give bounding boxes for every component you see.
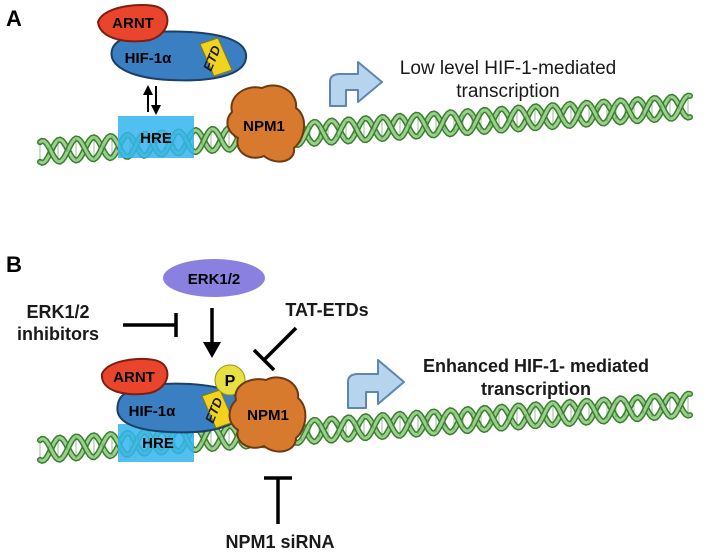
transcription-arrow-icon-b: [347, 359, 405, 409]
npm1-sirna-label: NPM1 siRNA: [225, 532, 334, 552]
activation-arrow-icon: [203, 308, 221, 358]
tat-etds-label: TAT-ETDs: [285, 300, 368, 320]
hre-site-a: HRE: [118, 116, 194, 158]
hre-box-a: [118, 116, 194, 158]
caption-a-line1: Low level HIF-1-mediated: [400, 58, 616, 79]
panel-b-label: B: [6, 252, 22, 277]
npm1-protein-b: NPM1: [228, 376, 307, 453]
hre-label-b: HRE: [142, 435, 174, 452]
npm1-protein-a: NPM1: [226, 84, 305, 163]
erk12-protein: ERK1/2: [163, 259, 265, 297]
panel-a-label: A: [6, 6, 22, 31]
npm1-label-b: NPM1: [247, 407, 289, 424]
erk-inhibitor-label-line1: ERK1/2: [26, 302, 89, 322]
transcription-arrow-icon-a: [329, 61, 383, 107]
phospho-label: P: [225, 373, 236, 390]
erk-inhibitor-label-line2: inhibitors: [17, 324, 99, 344]
arnt-label-b: ARNT: [113, 369, 155, 386]
hif1a-label-a: HIF-1α: [125, 50, 173, 67]
caption-b-line1: Enhanced HIF-1- mediated: [423, 356, 649, 376]
tat-inhibition-bar-icon: [252, 326, 298, 372]
caption-a-line2: transcription: [456, 81, 560, 102]
arnt-protein-b: ARNT: [100, 357, 169, 396]
npm1-label-a: NPM1: [243, 118, 285, 135]
erk12-label: ERK1/2: [188, 271, 241, 288]
caption-b-line2: transcription: [481, 379, 591, 399]
arnt-protein-a: ARNT: [96, 3, 169, 43]
hif1a-label-b: HIF-1α: [129, 403, 177, 420]
sirna-inhibition-bar-icon: [264, 476, 292, 524]
equilibrium-arrows-icon: [143, 85, 161, 115]
hre-label-a: HRE: [140, 130, 172, 147]
etd-domain-a: ETD: [199, 37, 233, 77]
erk-inhibition-bar-icon: [123, 313, 178, 337]
arnt-label-a: ARNT: [112, 15, 154, 32]
